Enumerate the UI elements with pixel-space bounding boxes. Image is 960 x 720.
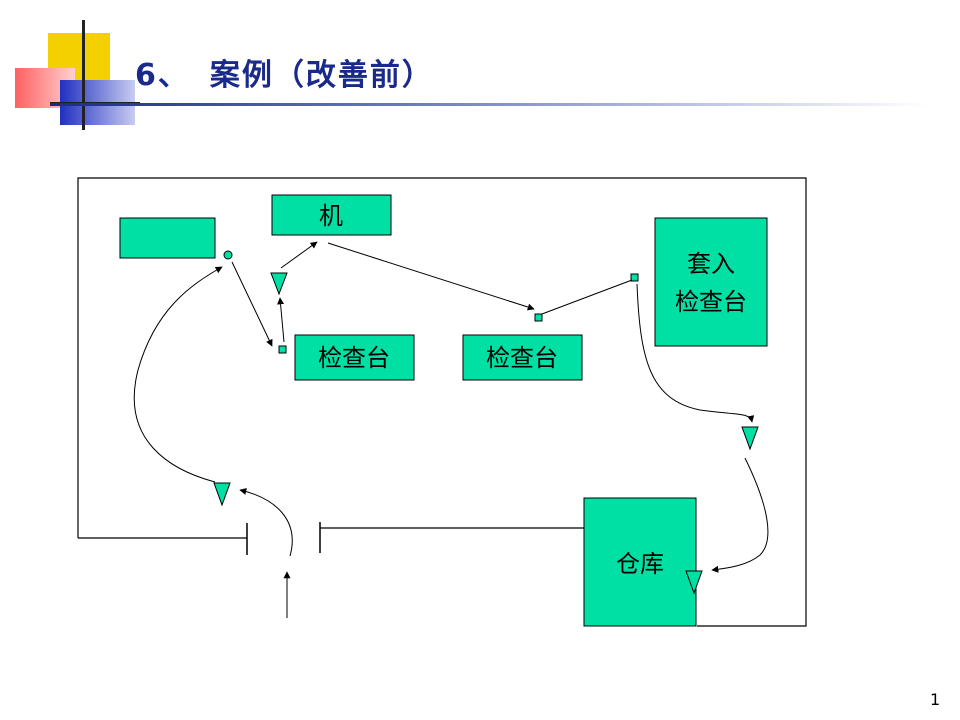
inspection-1-box	[294, 334, 415, 381]
machine-node: 机	[271, 194, 392, 236]
insert-inspection-box	[654, 217, 768, 347]
title-text: 案例（改善前）	[209, 58, 434, 93]
inspection-2-box	[462, 334, 583, 381]
flow-line-point2-to-point3	[541, 279, 633, 315]
inspection-1-node: 检查台	[294, 334, 415, 381]
machine-box	[271, 194, 392, 236]
storage-triangle-3	[213, 482, 231, 507]
insert-inspection-node: 套入 检查台	[654, 217, 768, 347]
flow-arrow-triangle1-to-machine	[280, 241, 318, 269]
transport-point-3	[630, 273, 639, 282]
machine-label: 机	[319, 202, 343, 230]
flow-arrow-point3-to-triangle2	[636, 283, 755, 423]
slide-title: 6、案例（改善前）	[135, 50, 434, 94]
warehouse-box	[583, 497, 697, 627]
title-number: 6、	[135, 58, 190, 93]
title-underline	[50, 103, 930, 106]
flow-arrow-triangle2-to-warehouse	[711, 457, 769, 573]
inspection-2-label: 检查台	[486, 344, 558, 372]
unlabeled-station-box	[119, 217, 216, 259]
transport-point-circle	[223, 250, 233, 260]
corner-decoration	[0, 0, 140, 140]
insert-inspection-label-line1: 套入	[687, 250, 735, 278]
inspection-1-label: 检查台	[318, 344, 390, 372]
flow-arrow-triangle3-to-circle	[133, 266, 223, 483]
transport-point-2	[534, 313, 543, 322]
boundary-left	[77, 177, 807, 627]
flow-arrow-point1-to-triangle1	[277, 297, 285, 343]
storage-triangle-1	[270, 272, 288, 296]
flow-arrow-entry-to-triangle3	[239, 487, 293, 557]
transport-point-1	[278, 345, 287, 354]
flow-arrow-machine-to-point2	[327, 242, 535, 311]
insert-inspection-label-line2: 检查台	[675, 288, 747, 316]
decor-vertical-line	[82, 20, 85, 130]
warehouse-label: 仓库	[616, 550, 664, 578]
warehouse-node: 仓库	[583, 497, 697, 627]
flow-arrow-circle-to-point1	[231, 261, 273, 347]
inspection-2-node: 检查台	[462, 334, 583, 381]
storage-triangle-4	[685, 570, 703, 595]
storage-triangle-2	[741, 426, 759, 451]
page-number: 1	[930, 690, 941, 709]
